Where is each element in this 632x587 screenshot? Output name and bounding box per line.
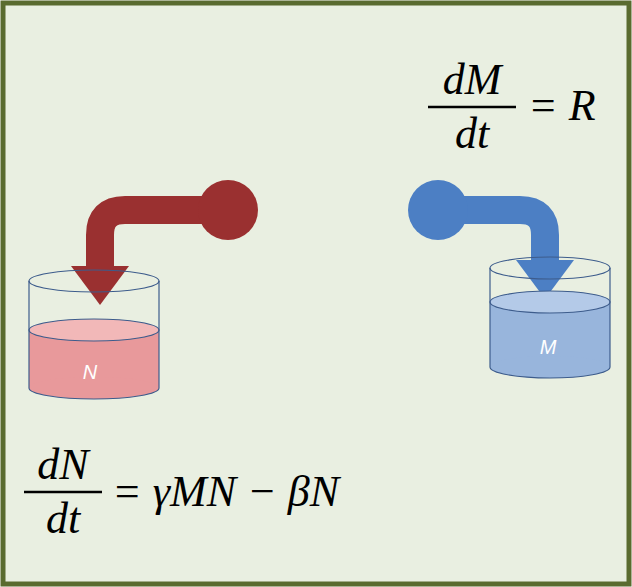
denominator: dt [46,497,80,541]
liquid-surface [490,291,610,313]
beaker-outline [488,255,612,380]
beaker-side [28,281,29,388]
red-source [198,180,258,240]
equation-rhs: = γMN − βN [112,470,339,514]
blue-beaker: M [488,255,612,380]
beaker-side [489,268,490,367]
beaker-side [609,268,610,367]
red-beaker: N [27,268,161,401]
beaker-bottom [490,367,610,378]
beaker-rim [29,270,159,292]
fraction-bar [428,106,516,109]
panel-border [3,3,629,584]
equation-rhs: = R [528,84,596,128]
beaker-rim [490,257,610,279]
blue-source [408,180,468,240]
liquid-bottom [490,356,610,378]
red-arrowhead [71,266,129,305]
quantity-label: M [540,337,557,357]
beaker-bottom [29,388,159,399]
fraction-bar [24,491,102,494]
quantity-label: N [83,362,97,382]
liquid-surface [29,319,159,341]
numerator: dN [37,443,88,487]
numerator: dM [443,58,502,102]
denominator: dt [455,112,489,156]
beaker-side [158,281,159,388]
